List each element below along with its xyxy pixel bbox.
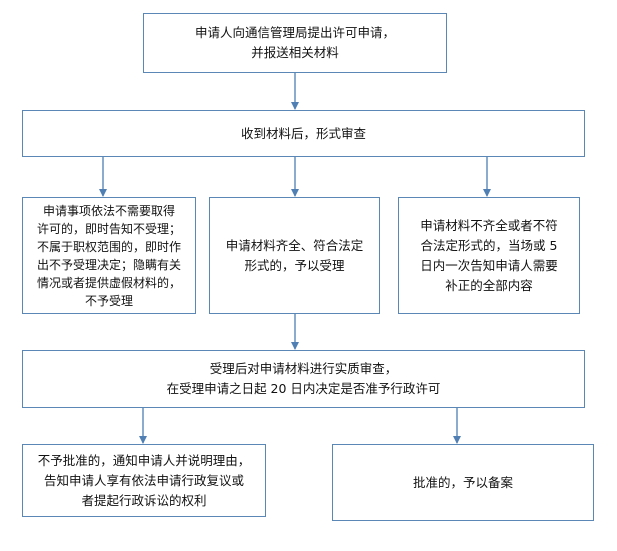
node-accept-text: 申请材料齐全、符合法定 形式的，予以受理 <box>225 237 364 273</box>
node-apply-text: 申请人向通信管理局提出许可申请， 并报送相关材料 <box>194 25 395 60</box>
node-reject-scope: 申请事项依法不需要取得 许可的，即时告知不受理； 不属于职权范围的，即时作 出不… <box>22 197 196 314</box>
node-approve: 批准的，予以备案 <box>332 444 594 521</box>
node-supplement: 申请材料不齐全或者不符 合法定形式的，当场或 5 日内一次告知申请人需要 补正的… <box>398 197 580 314</box>
node-review: 受理后对申请材料进行实质审查， 在受理申请之日起 20 日内决定是否准予行政许可 <box>22 350 585 408</box>
node-deny: 不予批准的，通知申请人并说明理由， 告知申请人享有依法申请行政复议或 者提起行政… <box>22 444 266 517</box>
node-receive: 收到材料后，形式审查 <box>22 110 585 157</box>
node-apply: 申请人向通信管理局提出许可申请， 并报送相关材料 <box>143 13 447 73</box>
node-review-text: 受理后对申请材料进行实质审查， 在受理申请之日起 20 日内决定是否准予行政许可 <box>166 361 441 396</box>
node-accept: 申请材料齐全、符合法定 形式的，予以受理 <box>209 197 380 314</box>
node-receive-text: 收到材料后，形式审查 <box>240 125 366 141</box>
node-approve-text: 批准的，予以备案 <box>412 474 513 490</box>
node-supplement-text: 申请材料不齐全或者不符 合法定形式的，当场或 5 日内一次告知申请人需要 补正的… <box>420 217 558 293</box>
node-reject-scope-text: 申请事项依法不需要取得 许可的，即时告知不受理； 不属于职权范围的，即时作 出不… <box>36 203 181 308</box>
node-deny-text: 不予批准的，通知申请人并说明理由， 告知申请人享有依法申请行政复议或 者提起行政… <box>37 452 251 508</box>
